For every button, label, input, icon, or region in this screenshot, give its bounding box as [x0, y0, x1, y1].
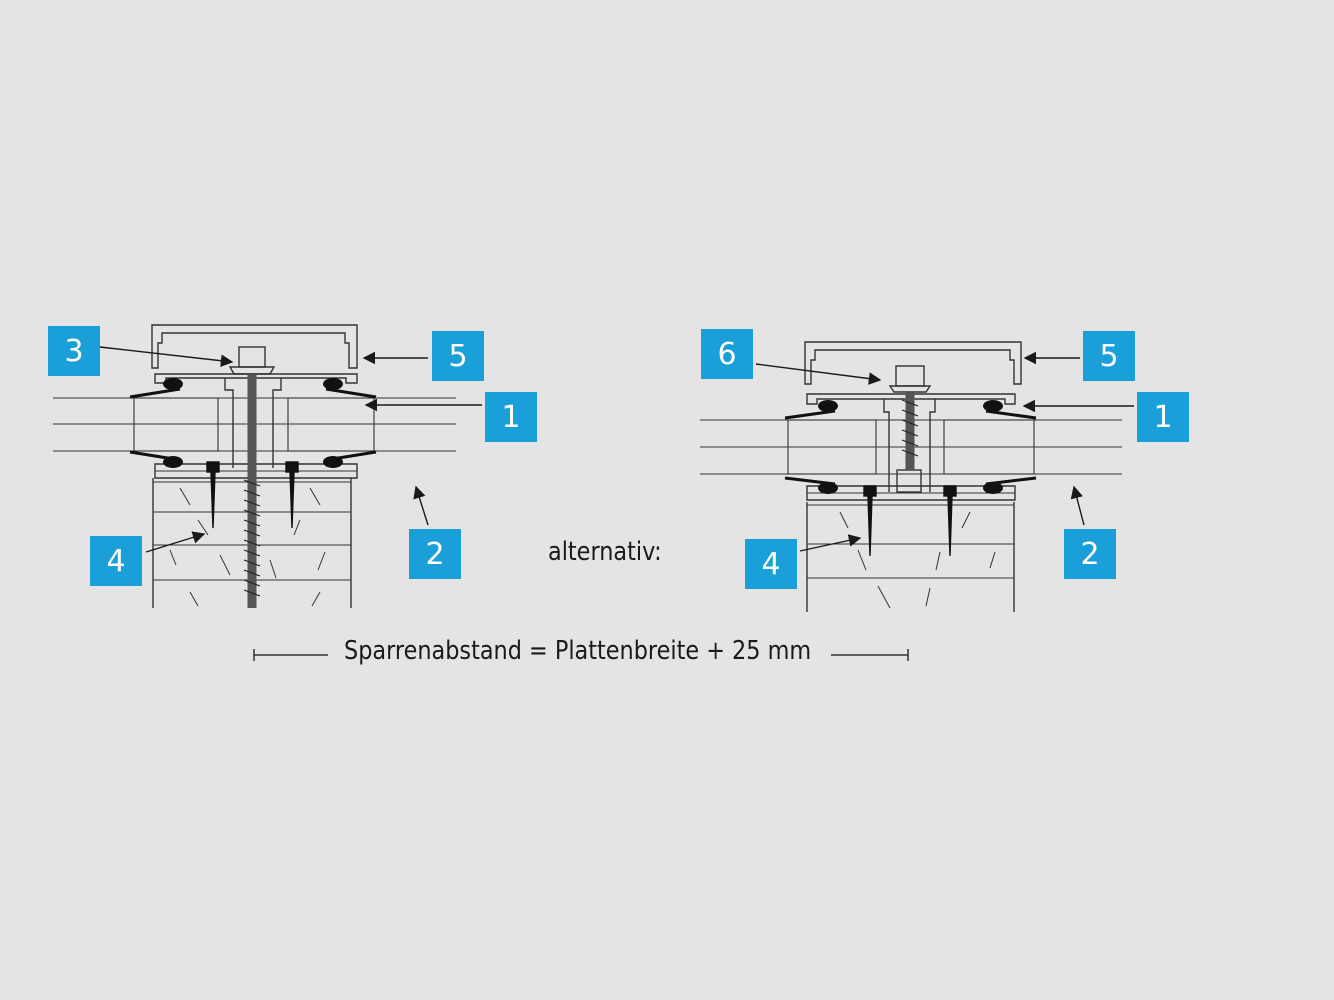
left-bolt: [228, 346, 276, 608]
callout-badge-right-6: 6: [701, 329, 753, 379]
left-gasket-arrows: [129, 387, 377, 462]
right-top-profile: [806, 393, 1016, 492]
right-cover-cap: [804, 341, 1022, 385]
right-section-drawing: [700, 341, 1134, 612]
left-top-profile: [154, 373, 358, 468]
callout-badge-left-2: 2: [409, 529, 461, 579]
right-leaders: [755, 351, 1134, 552]
right-center-screw: [888, 365, 932, 470]
callout-badge-right-4: 4: [745, 539, 797, 589]
callout-badge-right-1: 1: [1137, 392, 1189, 442]
left-leaders: [99, 346, 482, 553]
dimension-caption: Sparrenabstand = Plattenbreite + 25 mm: [344, 636, 812, 666]
left-cover-cap: [151, 324, 358, 369]
left-section-drawing: [53, 324, 482, 608]
callout-badge-left-5: 5: [432, 331, 484, 381]
dimension-line: [253, 649, 909, 661]
callout-badge-right-5: 5: [1083, 331, 1135, 381]
alternative-label: alternativ:: [548, 537, 662, 567]
right-gaskets: [818, 400, 1003, 494]
callout-badge-right-2: 2: [1064, 529, 1116, 579]
callout-badge-left-4: 4: [90, 536, 142, 586]
right-screws: [863, 485, 957, 557]
right-rafter: [806, 502, 1015, 612]
callout-badge-left-1: 1: [485, 392, 537, 442]
right-gasket-arrows: [784, 409, 1037, 486]
left-screws: [206, 461, 299, 529]
callout-badge-left-3: 3: [48, 326, 100, 376]
